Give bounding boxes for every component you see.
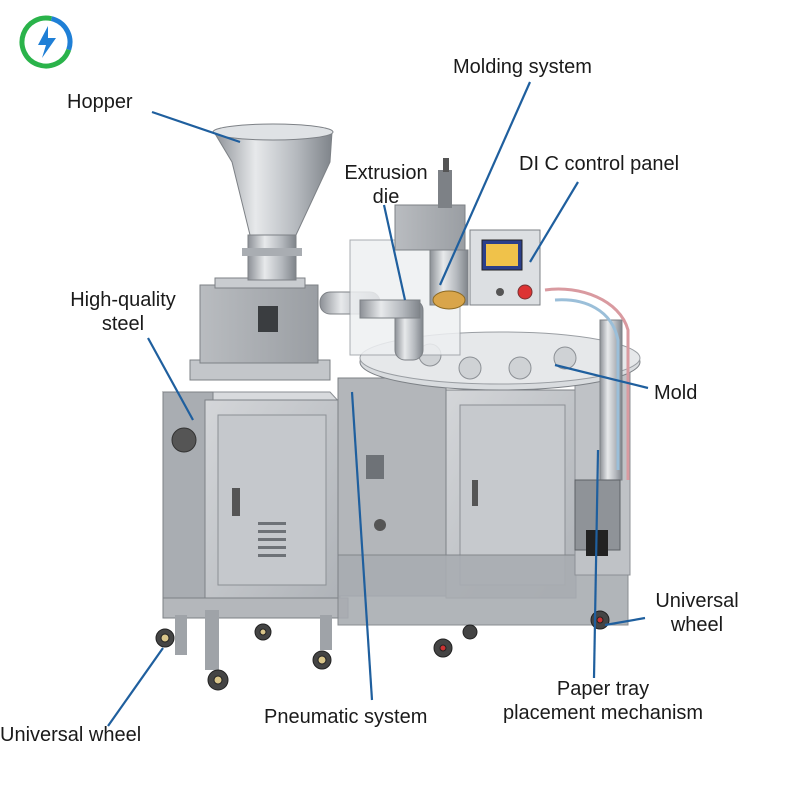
label-paper-tray: Paper tray placement mechanism [478, 677, 728, 725]
label-high-quality-steel: High-quality steel [58, 288, 188, 336]
label-hopper: Hopper [67, 91, 133, 113]
label-pneumatic-system: Pneumatic system [264, 706, 428, 728]
label-molding-system: Molding system [453, 56, 592, 78]
label-high-quality-steel-line1: High-quality [70, 289, 176, 311]
label-extrusion-die-line1: Extrusion [344, 162, 428, 184]
label-paper-tray-line2: placement mechanism [502, 702, 704, 724]
label-universal-wheel-right-line1: Universal [655, 590, 739, 612]
hopper-shape [212, 123, 334, 281]
molding-tower [349, 158, 469, 361]
label-extrusion-die: Extrusion die [334, 161, 438, 209]
label-universal-wheel-right-line2: wheel [670, 614, 724, 636]
label-universal-wheel-right: Universal wheel [642, 589, 752, 637]
label-universal-wheel-left: Universal wheel [0, 724, 142, 746]
control-panel [469, 229, 541, 306]
company-logo [19, 15, 73, 69]
main-cabinet [337, 369, 631, 626]
leader-lines [107, 81, 649, 727]
label-mold: Mold [654, 382, 698, 404]
label-high-quality-steel-line2: steel [101, 313, 145, 335]
left-wheels [155, 623, 332, 691]
label-extrusion-die-line2: die [372, 186, 400, 208]
label-plc-control-panel: DI C control panel [519, 153, 680, 175]
label-paper-tray-line1: Paper tray [556, 678, 650, 700]
